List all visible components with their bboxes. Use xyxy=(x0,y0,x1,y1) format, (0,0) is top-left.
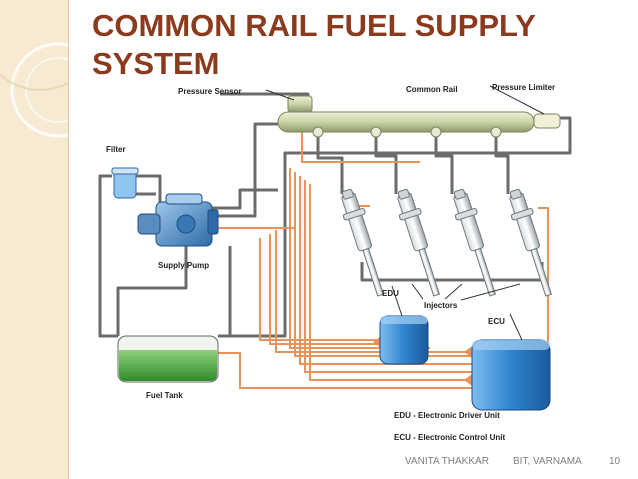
decorative-circles xyxy=(0,0,106,138)
label-ecu: ECU xyxy=(488,317,505,326)
signal-arrows xyxy=(373,336,472,386)
edu-unit xyxy=(379,315,429,365)
fuel-tank xyxy=(117,335,219,383)
supply-pump xyxy=(137,193,219,247)
injector-1 xyxy=(341,188,385,297)
label-common-rail: Common Rail xyxy=(406,85,458,94)
label-pointers xyxy=(265,85,545,341)
injector-3 xyxy=(453,188,497,297)
injector-2 xyxy=(397,188,441,297)
fuel-system-diagram: Pressure Sensor Common Rail Pressure Lim… xyxy=(98,83,572,442)
footer-page-number: 10 xyxy=(609,456,621,467)
label-fuel-tank: Fuel Tank xyxy=(146,391,183,400)
injectors xyxy=(341,188,553,297)
slide-title-line-2: SYSTEM xyxy=(92,46,220,81)
footer-institution: BIT, VARNAMA xyxy=(513,456,582,467)
legend-ecu: ECU - Electronic Control Unit xyxy=(394,433,505,442)
label-edu: EDU xyxy=(382,289,399,298)
label-supply-pump: Supply Pump xyxy=(158,261,209,270)
pressure-limiter xyxy=(533,113,561,129)
filter xyxy=(111,167,139,199)
label-filter: Filter xyxy=(106,145,126,154)
pressure-sensor xyxy=(287,95,313,113)
fuel-lines xyxy=(98,92,572,338)
common-rail xyxy=(277,111,535,138)
sidebar-divider xyxy=(68,0,69,479)
label-pressure-sensor: Pressure Sensor xyxy=(178,87,242,96)
decorative-sidebar xyxy=(0,0,106,479)
footer-author: VANITA THAKKAR xyxy=(405,456,489,467)
label-injectors: Injectors xyxy=(424,301,458,310)
injector-4 xyxy=(509,188,553,297)
legend-edu: EDU - Electronic Driver Unit xyxy=(394,411,500,420)
ecu-unit xyxy=(471,339,551,411)
label-pressure-limiter: Pressure Limiter xyxy=(492,83,555,92)
slide-title-line-1: COMMON RAIL FUEL SUPPLY xyxy=(92,8,536,43)
